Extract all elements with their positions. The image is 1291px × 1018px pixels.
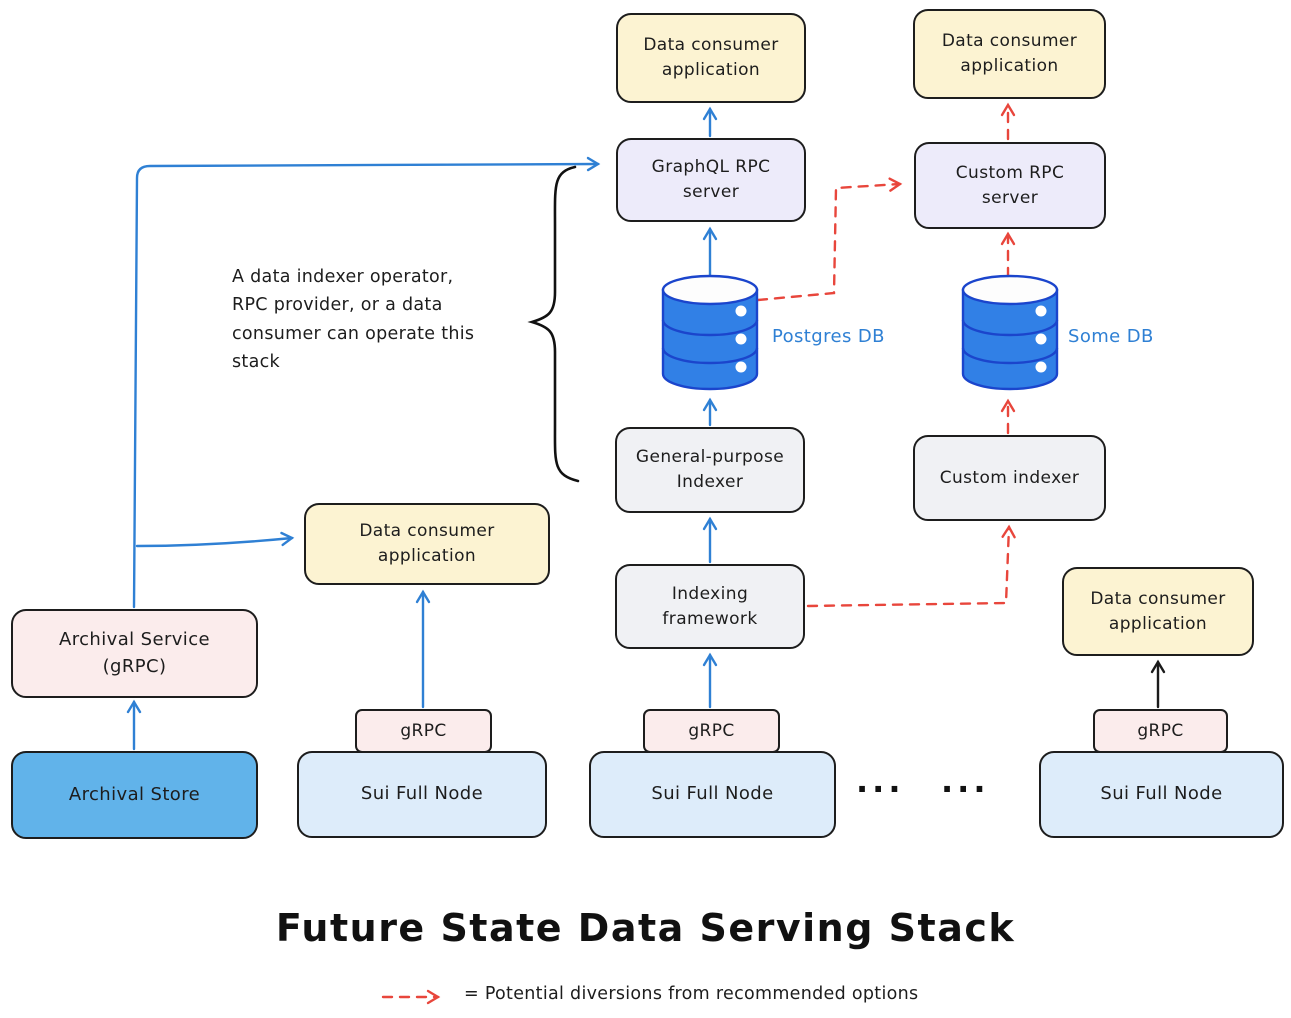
node-general-purpose-indexer: General-purpose Indexer (615, 427, 805, 513)
node-label: Archival Service (gRPC) (59, 629, 210, 677)
diagram-title: Future State Data Serving Stack (275, 906, 1016, 950)
node-label: Data consumer application (941, 31, 1078, 76)
node-label: Sui Full Node (651, 783, 774, 805)
ellipsis-dots: ... (856, 762, 905, 800)
postgres-db-cylinder-icon (661, 274, 759, 391)
node-label: Custom indexer (939, 467, 1080, 488)
stack-operator-annotation: A data indexer operator, RPC provider, o… (232, 267, 475, 373)
node-grpc-tab-3: gRPC (1093, 709, 1228, 753)
node-label: Data consumer application (359, 521, 495, 566)
node-label: Archival Store (68, 783, 201, 805)
grouping-brace (527, 165, 580, 483)
node-label: gRPC (688, 720, 735, 741)
node-sui-full-node-1: Sui Full Node (297, 751, 547, 838)
node-data-consumer-application-right: Data consumer application (1062, 567, 1254, 656)
node-custom-rpc-server: Custom RPC server (914, 142, 1106, 229)
ellipsis-dots: ... (941, 762, 990, 800)
node-grpc-tab-2: gRPC (643, 709, 780, 753)
postgres-db-label: Postgres DB (772, 326, 885, 347)
node-archival-service: Archival Service (gRPC) (11, 609, 258, 698)
node-label: Data consumer application (1090, 588, 1226, 634)
node-data-consumer-application-mid: Data consumer application (304, 503, 550, 585)
node-grpc-tab-1: gRPC (355, 709, 492, 753)
node-label: Custom RPC server (955, 162, 1065, 208)
node-indexing-framework: Indexing framework (615, 564, 805, 649)
node-graphql-rpc-server: GraphQL RPC server (616, 138, 806, 222)
node-sui-full-node-3: Sui Full Node (1039, 751, 1284, 838)
node-label: Sui Full Node (1100, 783, 1223, 805)
node-label: Indexing framework (662, 583, 758, 629)
some-db-cylinder-icon (961, 274, 1059, 391)
node-label: gRPC (1137, 720, 1184, 741)
node-archival-store: Archival Store (11, 751, 258, 839)
node-sui-full-node-2: Sui Full Node (589, 751, 836, 838)
some-db-label: Some DB (1068, 326, 1154, 347)
node-label: gRPC (400, 720, 447, 741)
node-label: General-purpose Indexer (635, 447, 785, 492)
node-label: Sui Full Node (360, 783, 484, 805)
node-data-consumer-application-top-right: Data consumer application (913, 9, 1106, 99)
node-data-consumer-application-top-left: Data consumer application (616, 13, 806, 103)
node-custom-indexer: Custom indexer (913, 435, 1106, 521)
node-label: GraphQL RPC server (651, 157, 771, 202)
node-label: Data consumer application (643, 35, 779, 80)
legend-text: = Potential diversions from recommended … (464, 984, 919, 1004)
